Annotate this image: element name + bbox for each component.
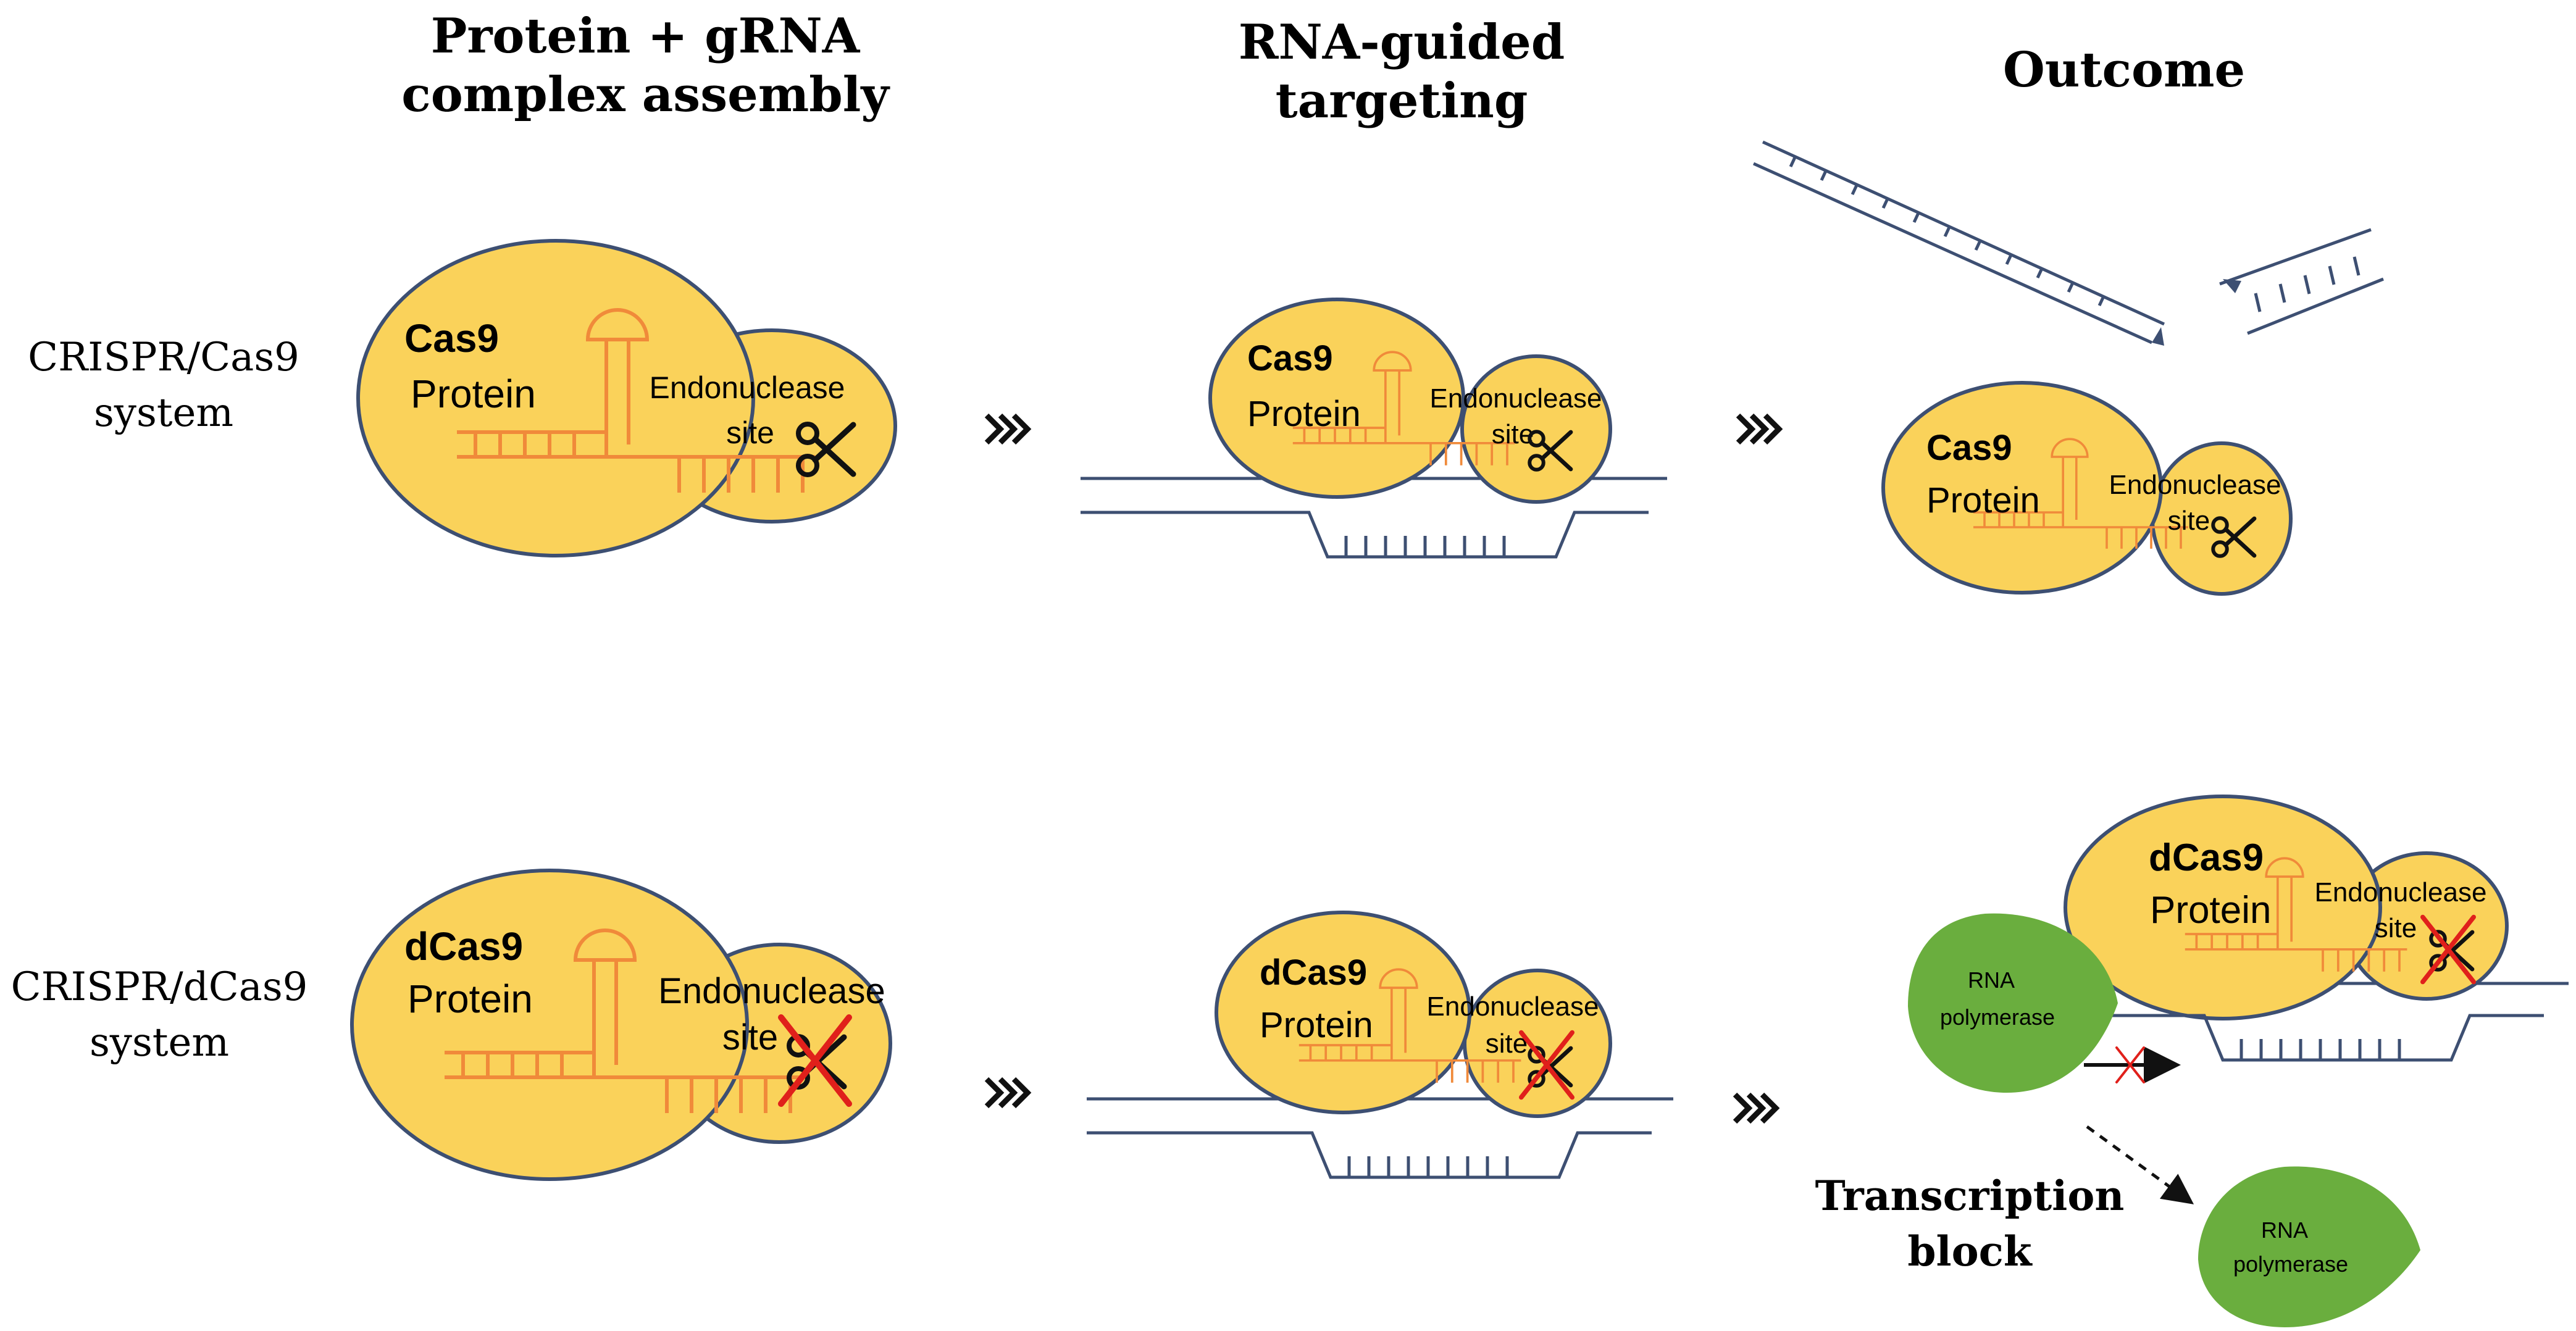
header-assembly-line2: complex assembly bbox=[401, 67, 890, 123]
rna-label: RNA bbox=[2261, 1217, 2308, 1243]
header-outcome: Outcome bbox=[2003, 42, 2245, 98]
cas9-label: Cas9 bbox=[404, 316, 499, 361]
cas9-targeting-complex: Cas9 Protein Endonuclease site bbox=[1081, 298, 1667, 557]
chevron-arrow-icon bbox=[987, 1079, 1027, 1106]
dcas9-outcome: dCas9 Protein Endonuclease site RNA poly… bbox=[1815, 795, 2569, 1327]
polymerase-label: polymerase bbox=[2233, 1251, 2348, 1277]
cas9-protein-body bbox=[356, 239, 755, 557]
row-labels: CRISPR/Cas9 system CRISPR/dCas9 system bbox=[11, 335, 308, 1066]
cas9-label: Cas9 bbox=[1926, 428, 2012, 468]
cas9-assembly-complex: Cas9 Protein Endonuclease site bbox=[356, 239, 897, 557]
cut-dna-fragment-right bbox=[2219, 228, 2384, 335]
dcas9-assembly-complex: dCas9 Protein Endonuclease site bbox=[350, 869, 892, 1181]
dcas9-label: dCas9 bbox=[1260, 953, 1367, 993]
dcas9-label: dCas9 bbox=[404, 924, 523, 969]
endonuclease-label: Endonuclease bbox=[2315, 877, 2487, 908]
site-label: site bbox=[2375, 913, 2417, 943]
endonuclease-domain bbox=[1460, 354, 1612, 504]
site-label: site bbox=[2168, 506, 2210, 536]
protein-label: Protein bbox=[2150, 889, 2271, 932]
header-targeting-line2: targeting bbox=[1276, 73, 1528, 129]
rna-polymerase-released: RNA polymerase bbox=[2198, 1166, 2420, 1327]
protein-label: Protein bbox=[1926, 480, 2040, 520]
protein-label: Protein bbox=[408, 977, 533, 1021]
dashed-arrow-icon bbox=[2086, 1125, 2194, 1204]
rna-label: RNA bbox=[1968, 967, 2015, 993]
dna-target-strand bbox=[1102, 1133, 1652, 1177]
cas9-protein-body bbox=[1881, 381, 2163, 595]
endonuclease-label: Endonuclease bbox=[658, 971, 885, 1011]
site-label: site bbox=[722, 1017, 778, 1058]
cut-dna-fragment-left bbox=[1752, 140, 2165, 346]
chevron-arrow-icon bbox=[1738, 415, 1779, 443]
cas9-outcome: Cas9 Protein Endonuclease site bbox=[1752, 140, 2384, 596]
dcas9-targeting-complex: dCas9 Protein Endonuclease site bbox=[1087, 911, 1673, 1177]
endonuclease-label: Endonuclease bbox=[1427, 991, 1599, 1022]
row-label-dcas9-line2: system bbox=[90, 1020, 229, 1066]
dcas9-protein-body bbox=[1215, 911, 1471, 1114]
header-assembly-line1: Protein + gRNA bbox=[431, 8, 861, 64]
cas9-label: Cas9 bbox=[1247, 338, 1333, 378]
header-targeting-line1: RNA-guided bbox=[1239, 14, 1565, 70]
endonuclease-label: Endonuclease bbox=[1430, 383, 1602, 414]
protein-label: Protein bbox=[1260, 1005, 1373, 1045]
transcription-block-line2: block bbox=[1907, 1227, 2032, 1275]
chevron-arrow-icon bbox=[987, 415, 1027, 443]
column-headers: Protein + gRNA complex assembly RNA-guid… bbox=[401, 8, 2245, 129]
chevron-arrow-icon bbox=[1735, 1095, 1776, 1122]
site-label: site bbox=[1492, 419, 1534, 449]
endonuclease-label: Endonuclease bbox=[2109, 470, 2281, 500]
protein-label: Protein bbox=[1247, 394, 1361, 434]
dcas9-label: dCas9 bbox=[2149, 837, 2264, 879]
dna-target-strand bbox=[1099, 512, 1649, 557]
dcas9-protein-body bbox=[2064, 795, 2382, 1020]
row-label-cas9-line1: CRISPR/Cas9 bbox=[28, 335, 299, 380]
rna-polymerase-blocked: RNA polymerase bbox=[1908, 913, 2118, 1093]
endonuclease-label: Endonuclease bbox=[650, 370, 845, 405]
row-label-dcas9-line1: CRISPR/dCas9 bbox=[11, 964, 308, 1010]
dcas9-protein-body bbox=[350, 869, 749, 1181]
site-label: site bbox=[726, 415, 774, 450]
cas9-protein-body bbox=[1208, 298, 1465, 499]
row-label-cas9-line2: system bbox=[94, 390, 233, 436]
transcription-block-line1: Transcription bbox=[1815, 1172, 2125, 1220]
protein-label: Protein bbox=[411, 372, 536, 416]
polymerase-label: polymerase bbox=[1940, 1004, 2055, 1030]
